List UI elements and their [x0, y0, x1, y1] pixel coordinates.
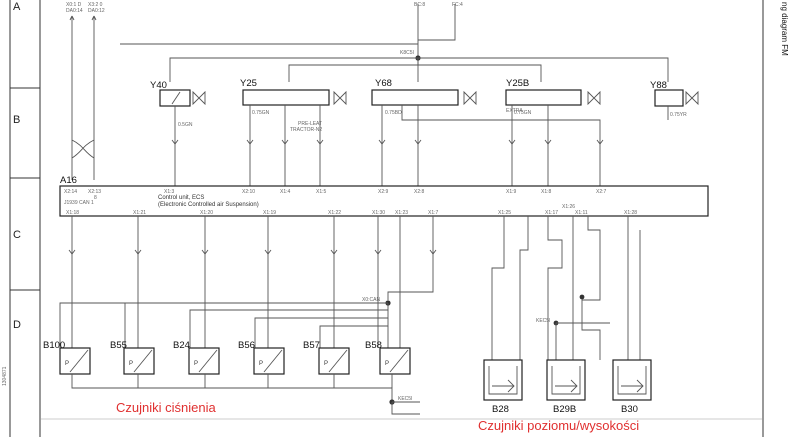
ecu-bottom-pin-1: X1:18 — [66, 210, 79, 216]
ecu-box — [59, 185, 709, 217]
ecu-bottom-pin-7: X1:23 — [395, 210, 408, 216]
ecu-extra-pin: X1:26 — [562, 204, 575, 210]
level-sensor-b29b: B29B — [546, 359, 586, 415]
row-label-b: B — [13, 114, 20, 126]
pressure-sensor-b24-label: B24 — [173, 340, 190, 351]
ecu-top-pin-10: X1:8 — [541, 189, 552, 195]
caption-level-sensors: Czujniki poziomu/wysokości — [478, 418, 639, 433]
top-ref-4: FC:4 — [452, 2, 463, 8]
page-title-fragment: ng diagram FM — [780, 2, 789, 56]
pressure-sensor-b56: B56 P — [238, 340, 285, 375]
row-label-d: D — [13, 319, 21, 331]
level-sensor-b29b-label: B29B — [553, 404, 576, 415]
level-sensor-b28: B28 — [483, 359, 523, 415]
pressure-sensor-b56-symbol: P — [259, 361, 263, 367]
level-sensor-b30-label: B30 — [621, 404, 638, 415]
ecu-top-pin-6: X1:5 — [316, 189, 327, 195]
pressure-sensor-b24-symbol: P — [194, 361, 198, 367]
pressure-sensor-b58-label: B58 — [365, 340, 382, 351]
valve-y68: Y68 — [371, 78, 477, 106]
valve-y25: Y25 — [240, 78, 347, 106]
side-code: 1304871 — [2, 366, 8, 386]
ecu-bottom-pin-10: X1:17 — [545, 210, 558, 216]
extra-label: EXTRA — [506, 108, 523, 114]
ecu-top-pin-7: X2:9 — [378, 189, 389, 195]
ecu-bottom-pin-4: X1:19 — [263, 210, 276, 216]
wire-label-y88: 0.75YR — [670, 112, 687, 118]
row-label-c: C — [13, 229, 21, 241]
ecu-subtitle: (Electronic Controlled air Suspension) — [158, 202, 259, 208]
pressure-sensor-b100-label: B100 — [43, 340, 65, 351]
ecu-bottom-pin-12: X1:28 — [624, 210, 637, 216]
ecu-top-pin-2: X2:13 — [88, 189, 101, 195]
ecu-top-pin-9: X1:9 — [506, 189, 517, 195]
top-ref-1a: X0:1 D — [66, 2, 82, 8]
pressure-sensor-b55-label: B55 — [110, 340, 127, 351]
ecu-can: J1939 CAN 1 — [64, 200, 94, 206]
ecu-top-pin-4: X2:10 — [242, 189, 255, 195]
valve-y88-label: Y88 — [650, 80, 667, 91]
ecu-top-pin-1: X2:14 — [64, 189, 77, 195]
splice-label-1: K8C5I — [400, 50, 414, 56]
valve-y68-label: Y68 — [375, 78, 392, 89]
ecu-bottom-pin-2: X1:21 — [133, 210, 146, 216]
ecu-bottom-pin-9: X1:25 — [498, 210, 511, 216]
top-ref-2b: DA0:12 — [88, 8, 105, 14]
level-sensor-b30: B30 — [612, 359, 652, 415]
wire-label-y25: 0.75GN — [252, 110, 270, 116]
row-label-a: A — [13, 1, 21, 13]
ecu-bottom-pin-8: X1:7 — [428, 210, 439, 216]
valve-y40: Y40 — [150, 80, 206, 107]
pressure-sensor-b57-symbol: P — [324, 361, 328, 367]
wire-label-y25b: 0.75GN — [514, 110, 532, 116]
pressure-sensor-b100-symbol: P — [65, 361, 69, 367]
wire-ticks — [68, 139, 604, 255]
ecu-bottom-pin-3: X1:20 — [200, 210, 213, 216]
pressure-sensor-b55-symbol: P — [129, 361, 133, 367]
pressure-sensor-b55: B55 P — [110, 340, 155, 375]
caption-pressure-sensors: Czujniki ciśnienia — [116, 400, 216, 415]
pressure-sensor-b24: B24 P — [173, 340, 220, 375]
splice-label-4: KEC5I — [536, 318, 550, 324]
ecu-bottom-pin-11: X1:11 — [575, 210, 588, 216]
wire-label-y68: 0.75BD — [385, 110, 402, 116]
ecu-top-pin-11: X2:7 — [596, 189, 607, 195]
pressure-sensor-b100: B100 P — [43, 340, 91, 375]
ecu-top-pin-3: X1:3 — [164, 189, 175, 195]
level-sensor-b28-label: B28 — [492, 404, 509, 415]
tractor-label: TRACTOR-N2 — [290, 127, 322, 133]
pressure-sensor-b58-symbol: P — [385, 361, 389, 367]
ecu-title: Control unit, ECS — [158, 195, 204, 201]
valve-y88: Y88 — [650, 80, 699, 107]
top-ref-2a: X3:2 0 — [88, 2, 103, 8]
top-ref-1b: DA0:14 — [66, 8, 83, 14]
splice-label-2: X0:CAN — [362, 297, 380, 303]
pressure-sensor-b57: B57 P — [303, 340, 350, 375]
valve-y25b-label: Y25B — [506, 78, 529, 89]
wire-label-y40: 0.5GN — [178, 122, 193, 128]
ecu-bottom-pin-5: X1:22 — [328, 210, 341, 216]
ecu-top-pin-5: X1:4 — [280, 189, 291, 195]
pressure-sensor-b57-label: B57 — [303, 340, 320, 351]
valve-y25b: Y25B — [505, 78, 601, 106]
splice-label-3: KEC5I — [398, 396, 412, 402]
ecu-id: A16 — [60, 175, 77, 186]
ecu-bottom-pin-6: X1:30 — [372, 210, 385, 216]
valve-y25-label: Y25 — [240, 78, 257, 89]
valve-y40-label: Y40 — [150, 80, 167, 91]
ecu-top-pin-8: X2:8 — [414, 189, 425, 195]
pressure-sensor-b58: B58 P — [365, 340, 411, 375]
pre-load-label: PRE-LEAT — [298, 121, 322, 127]
pressure-sensor-b56-label: B56 — [238, 340, 255, 351]
top-ref-3: BC:8 — [414, 2, 425, 8]
ecu-extra-pin-b: 8 — [94, 195, 97, 201]
